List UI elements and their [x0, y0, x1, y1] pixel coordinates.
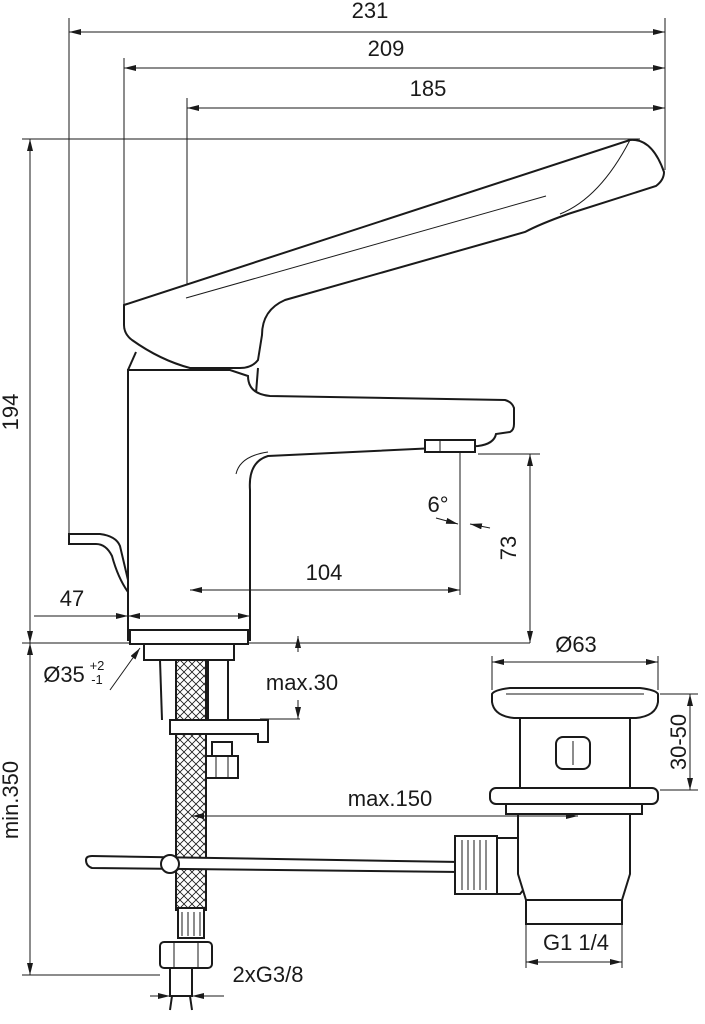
dim-max-30: max.30 [266, 670, 338, 695]
dimension-labels: 231 209 185 194 104 47 73 6° Ø35 +2 -1 m… [0, 0, 691, 987]
faucet [68, 138, 666, 645]
dim-73: 73 [496, 536, 521, 560]
dim-hole-tol-plus: +2 [90, 658, 105, 673]
dim-209: 209 [368, 36, 405, 61]
dim-waste-diameter: Ø63 [555, 632, 597, 657]
extension-lines [22, 18, 666, 720]
dimensions [22, 29, 698, 999]
dim-185: 185 [410, 76, 447, 101]
dim-waste-range: 30-50 [666, 714, 691, 770]
dim-min-350: min.350 [0, 761, 23, 839]
aerator [424, 439, 476, 453]
dim-hole-diameter: Ø35 [43, 662, 85, 687]
installation [84, 643, 534, 1011]
dim-waste-thread: G1 1/4 [543, 930, 609, 955]
dim-max-150: max.150 [348, 786, 432, 811]
lever-handle [123, 138, 666, 369]
dim-104: 104 [306, 560, 343, 585]
dim-connection: 2xG3/8 [233, 962, 304, 987]
dim-194: 194 [0, 394, 23, 431]
dim-angle: 6° [427, 492, 448, 517]
waste-valve [489, 687, 659, 925]
dim-231: 231 [352, 0, 389, 23]
dim-47: 47 [60, 586, 84, 611]
pop-up-knob [68, 533, 129, 596]
dim-hole-tol-minus: -1 [91, 672, 103, 687]
faucet-body [127, 369, 515, 641]
